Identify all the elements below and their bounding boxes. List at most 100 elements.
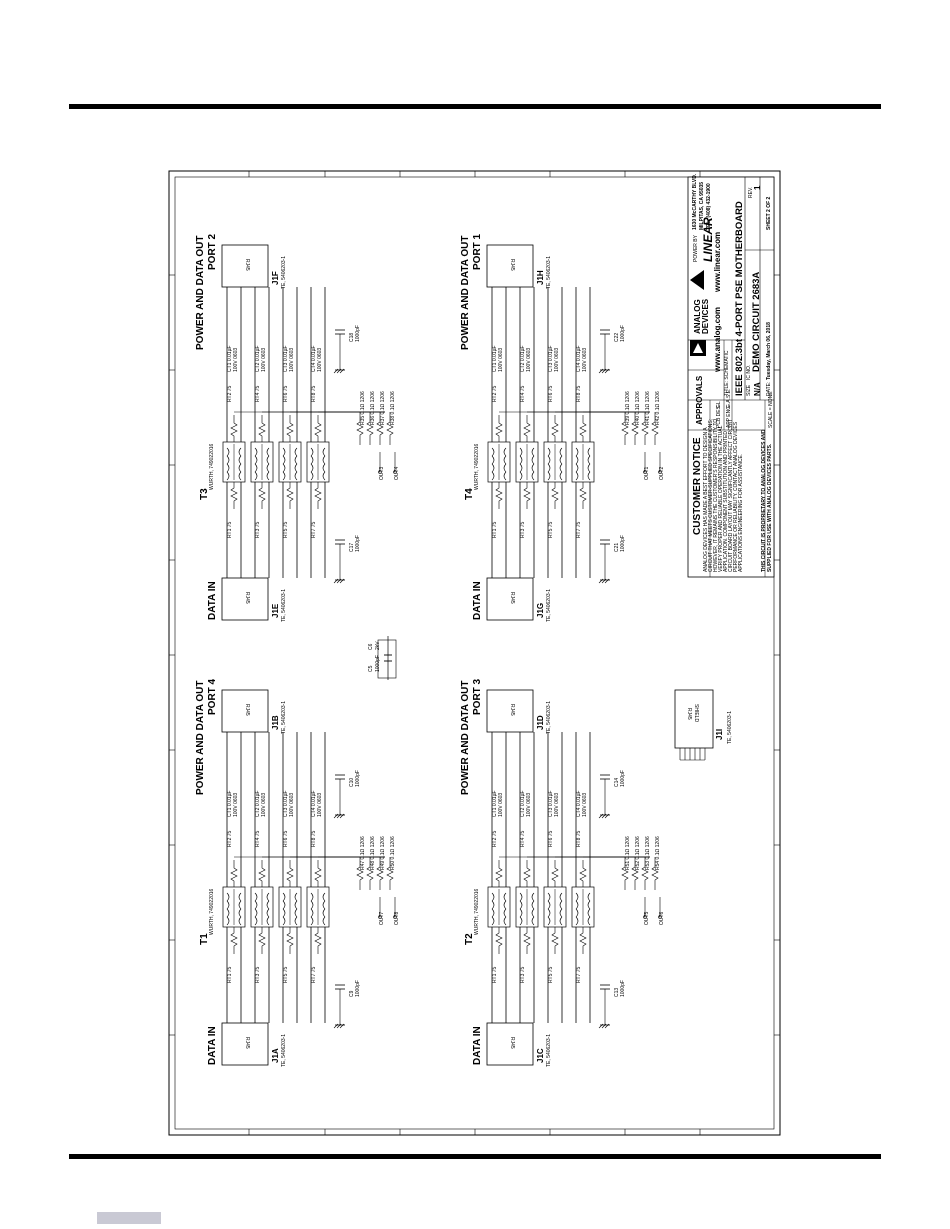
data-in-label: DATA IN xyxy=(207,581,218,620)
demo-circuit: DEMO CIRCUIT 2683A xyxy=(751,272,762,372)
power-out-jack xyxy=(221,689,269,733)
data-in-jack-part: TE, 5406203-1 xyxy=(546,589,552,622)
sense-resistor: R38 0.1Ω 1206 xyxy=(390,391,396,425)
notice-line: VERIFY PROPER AND RELIABLE OPERATION IN … xyxy=(718,425,724,572)
date-value: Tuesday, March 06, 2018 xyxy=(766,322,772,380)
rt-resistor: RT6 75 xyxy=(283,385,289,402)
ct-cap-value: 100V 0603 xyxy=(233,793,239,817)
ct-cap-value: 100V 0603 xyxy=(261,348,267,372)
rt-resistor: RT5 75 xyxy=(283,521,289,538)
data-in-jack-type: RJ45 xyxy=(509,1037,515,1049)
power-out-jack-ref: J1D xyxy=(536,715,545,730)
data-in-jack xyxy=(486,577,534,621)
sheet-border xyxy=(168,170,781,1136)
data-in-jack-ref: J1A xyxy=(271,1048,280,1063)
logo-analog: ANALOG xyxy=(693,299,702,334)
rt-resistor: RT7 75 xyxy=(576,966,582,983)
notice-line: CIRCUIT BOARD LAYOUT MAY SIGNIFICANTLY A… xyxy=(728,419,734,572)
rt-resistor: RT5 75 xyxy=(548,966,554,983)
ct-cap: CT1 0.01µF xyxy=(492,345,498,372)
input-cap-value: 1000pF xyxy=(355,980,361,997)
footer-tab xyxy=(97,1212,161,1224)
sheet-inner-border xyxy=(174,176,775,1130)
ct-cap-value: 100V 0603 xyxy=(582,793,588,817)
scale: SCALE = NONE xyxy=(768,391,774,428)
address-line-2: MILPITAS, CA 95035 xyxy=(699,182,705,230)
ct-cap: CT1 0.01µF xyxy=(492,790,498,817)
ct-cap: CT3 0.01µF xyxy=(283,790,289,817)
ct-cap: CT3 0.01µF xyxy=(283,345,289,372)
power-out-jack-part: TE, 5406203-1 xyxy=(281,256,287,289)
logo-devices: DEVICES xyxy=(701,298,710,334)
sense-resistor: R51 0.1Ω 1206 xyxy=(625,836,631,870)
ct-cap: CT4 0.01µF xyxy=(311,345,317,372)
input-cap-ref: C9 xyxy=(349,990,355,997)
data-in-label: DATA IN xyxy=(207,1026,218,1065)
rt-resistor: RT4 75 xyxy=(520,830,526,847)
input-cap-value: 1000pF xyxy=(355,535,361,552)
sense-resistor: R48 0.1Ω 1206 xyxy=(370,836,376,870)
data-in-jack-type: RJ45 xyxy=(509,592,515,604)
rt-resistor: RT4 75 xyxy=(255,385,261,402)
rt-resistor: RT5 75 xyxy=(548,521,554,538)
transformer-part: WURTH, 749022016 xyxy=(474,443,480,490)
sense-resistor: R35 0.1Ω 1206 xyxy=(360,391,366,425)
power-out-jack xyxy=(486,244,534,288)
port-label: PORT 1 xyxy=(472,233,483,270)
customer-notice-title: CUSTOMER NOTICE xyxy=(692,437,703,535)
sense-resistor: R41 0.1Ω 1206 xyxy=(645,391,651,425)
notice-line: APPLICATIONS ENGINEERING FOR ASSISTANCE. xyxy=(738,454,744,572)
rt-resistor: RT1 75 xyxy=(227,521,233,538)
power-out-label: POWER AND DATA OUT xyxy=(460,681,471,795)
data-in-label: DATA IN xyxy=(472,581,483,620)
rt-resistor: RT6 75 xyxy=(548,830,554,847)
rev-value: 1 xyxy=(753,185,762,190)
output-cap-ref: C10 xyxy=(349,778,355,787)
transformer-ref: T2 xyxy=(464,933,475,945)
data-in-jack-ref: J1E xyxy=(271,603,280,618)
power-out-jack-type: RJ45 xyxy=(244,704,250,716)
output-cap-value: 1000pF xyxy=(355,770,361,787)
data-in-label: DATA IN xyxy=(472,1026,483,1065)
data-in-jack-ref: J1G xyxy=(536,603,545,618)
transformer-part: WURTH, 749022016 xyxy=(209,888,215,935)
power-out-jack-ref: J1H xyxy=(536,270,545,285)
ic-no-label: IC NO. xyxy=(746,365,752,380)
input-cap-ref: C17 xyxy=(349,543,355,552)
ct-cap: CT4 0.01µF xyxy=(576,790,582,817)
analog-devices-logo: ANALOG DEVICES xyxy=(690,298,710,356)
power-out-label: POWER AND DATA OUT xyxy=(195,236,206,350)
rt-resistor: RT3 75 xyxy=(255,521,261,538)
rt-resistor: RT8 75 xyxy=(576,830,582,847)
powered-by: POWER BY xyxy=(693,234,699,262)
pcb-des-label: PCB DES. xyxy=(716,405,722,428)
rt-resistor: RT1 75 xyxy=(492,521,498,538)
shield-jack-body xyxy=(674,689,714,749)
address-line-1: 1630 McCARTHY BLVD. xyxy=(692,173,698,230)
data-in-jack-part: TE, 5406203-1 xyxy=(281,589,287,622)
center-cap-box xyxy=(377,639,397,679)
ct-cap: CT2 0.01µF xyxy=(255,790,261,817)
footnote-2: SUPPLIED FOR USE WITH ANALOG DEVICES PAR… xyxy=(767,443,773,572)
rt-resistor: RT1 75 xyxy=(492,966,498,983)
output-cap-ref: C22 xyxy=(614,333,620,342)
title-prefix: TITLE: SCHEMATIC xyxy=(724,350,730,396)
approvals: APPROVALS xyxy=(695,375,704,425)
sense-resistor: R50 0.1Ω 1206 xyxy=(390,836,396,870)
transformer-ref: T3 xyxy=(199,488,210,500)
rt-resistor: RT6 75 xyxy=(548,385,554,402)
title-block: ANALOG DEVICES POWER BY LINEAR 1630 McCA… xyxy=(687,173,775,578)
power-out-jack-type: RJ45 xyxy=(509,704,515,716)
footnote-1: THIS CIRCUIT IS PROPRIETARY TO ANALOG DE… xyxy=(761,429,767,572)
data-in-jack xyxy=(221,1022,269,1066)
ct-cap: CT1 0.01µF xyxy=(227,345,233,372)
address-line-3: TEL: (408) 432-1900 xyxy=(706,183,712,230)
out-label: OUT1 xyxy=(644,466,650,480)
ct-cap: CT2 0.01µF xyxy=(520,345,526,372)
rt-resistor: RT2 75 xyxy=(227,830,233,847)
size-label: SIZE xyxy=(746,384,752,396)
output-cap-value: 1000pF xyxy=(620,770,626,787)
output-cap-ref: C14 xyxy=(614,778,620,787)
